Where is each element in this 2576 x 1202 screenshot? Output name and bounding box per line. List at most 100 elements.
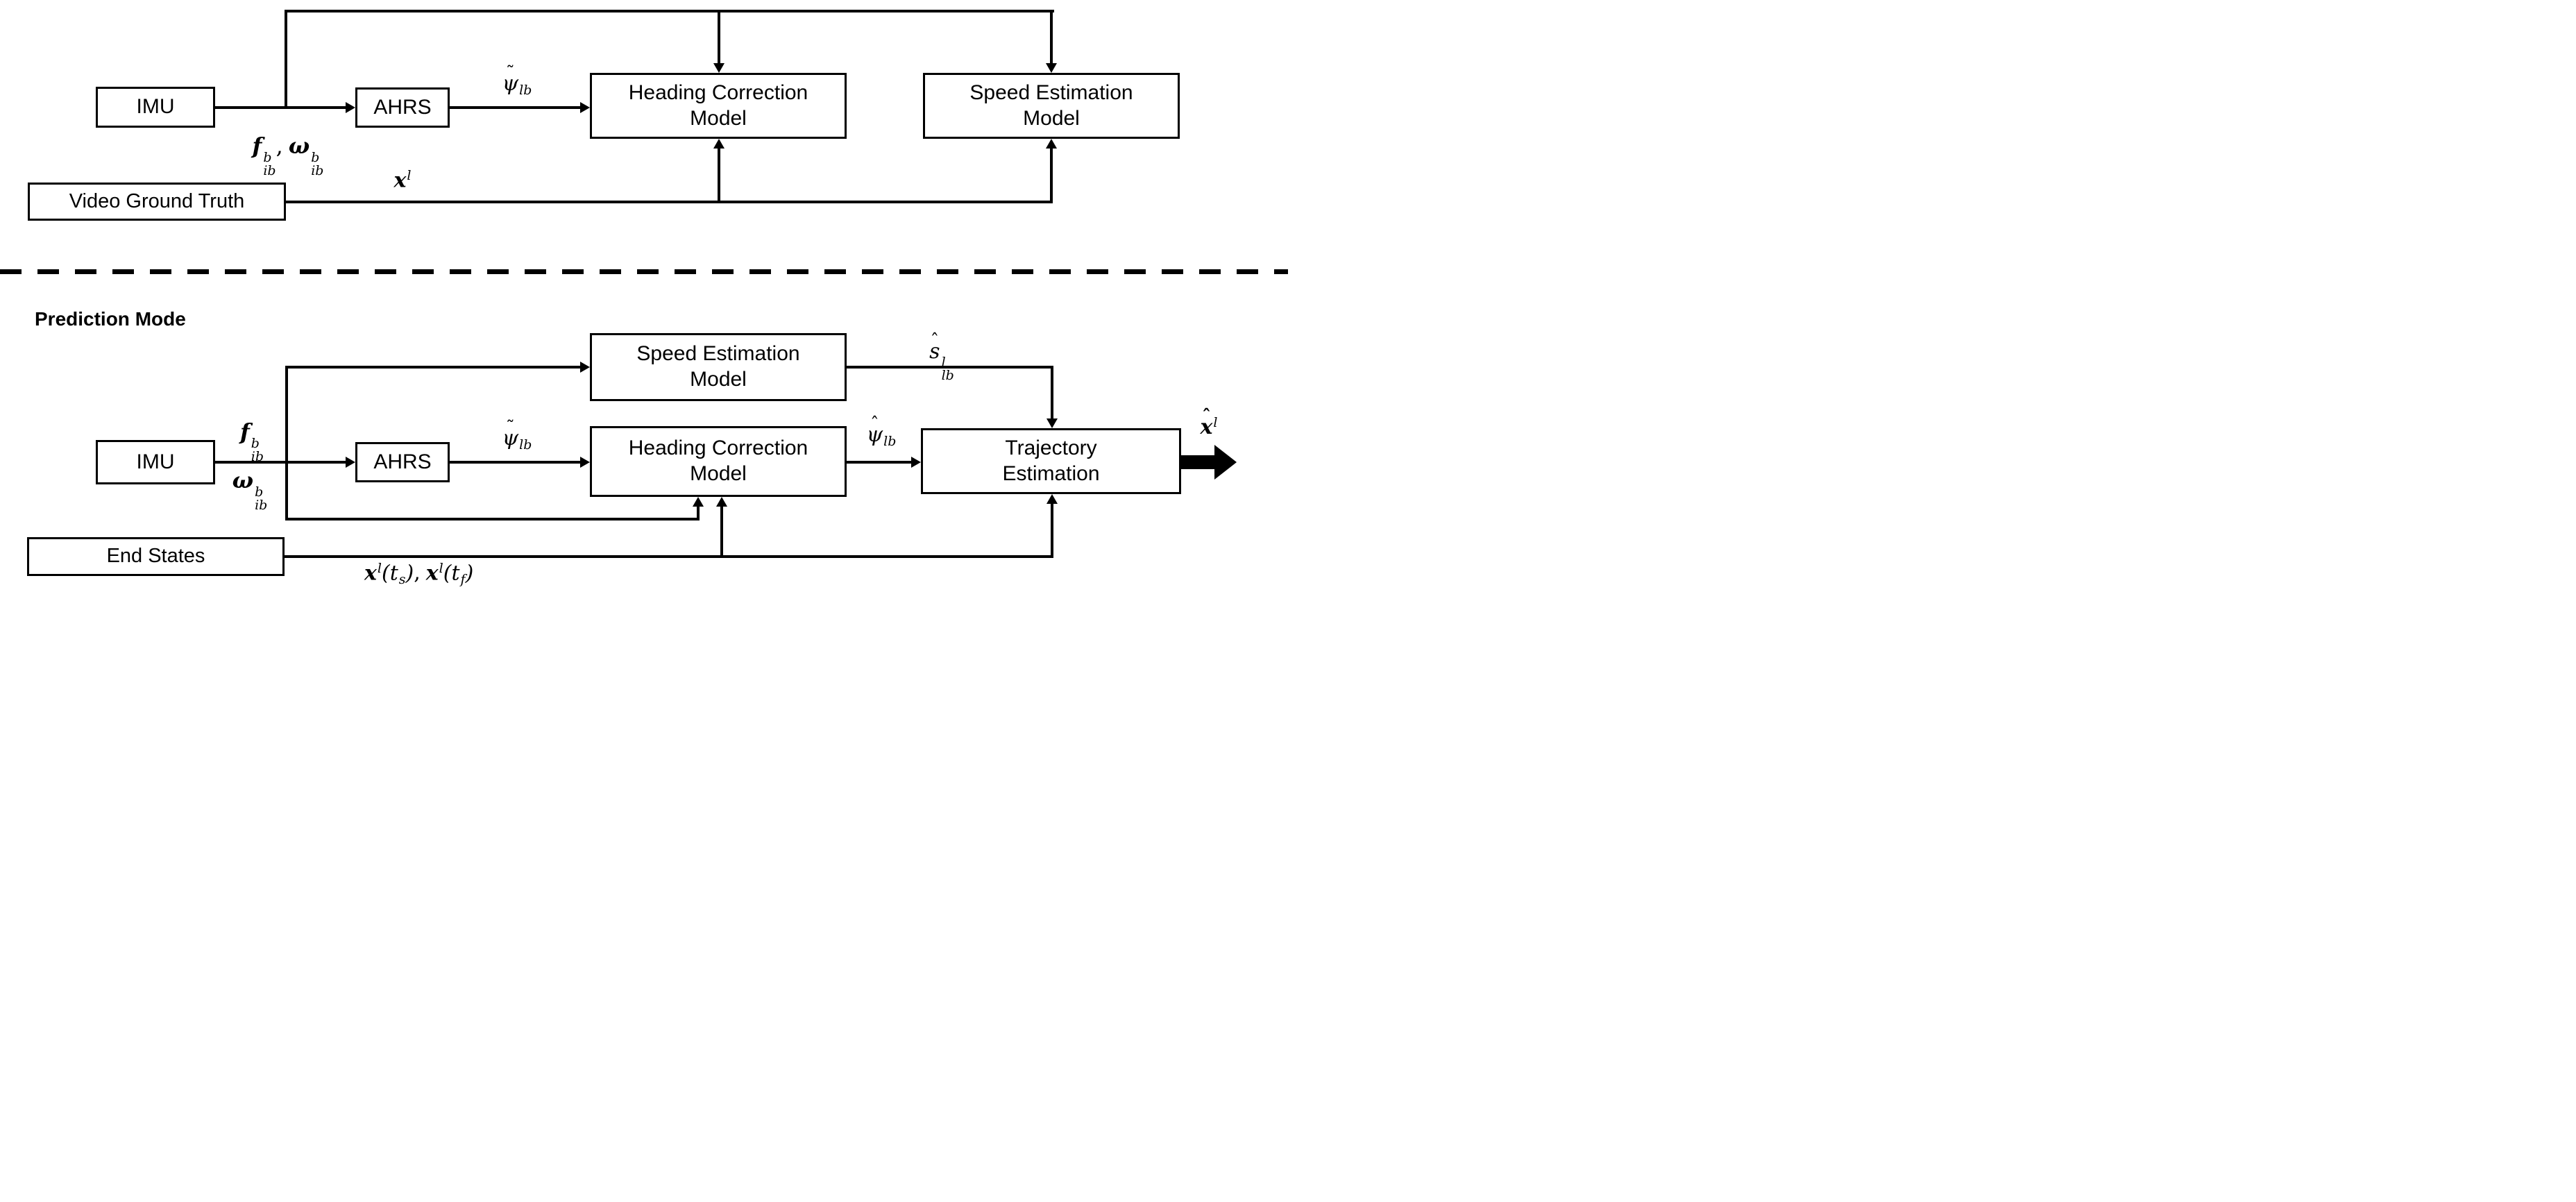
imu-box-training: IMU: [96, 87, 215, 128]
math-f-sub-prediction: ib: [251, 449, 264, 465]
math-psi-tilde: ˜ψ: [502, 62, 519, 96]
arrowhead-imu-to-ahrs-training: [346, 102, 355, 113]
speed-estimation-model-box-training: Speed Estimation Model: [923, 73, 1180, 139]
block-diagram: IMU AHRS Heading Correction Model Speed …: [0, 0, 1288, 601]
line-topfeed-to-speed-training: [1050, 10, 1053, 63]
math-f-base-prediction: f: [239, 418, 250, 445]
math-omega-base-prediction: ω: [232, 467, 254, 493]
line-imu-branch-up-training: [285, 10, 287, 109]
math-f-sup-prediction: b: [251, 435, 260, 451]
line-speed-output: [847, 366, 1053, 369]
line-end-states: [285, 555, 1053, 558]
math-omega-sub: ib: [311, 163, 324, 179]
imu-label-training: IMU: [136, 95, 175, 119]
heading-correction-model-label-training: Heading Correction Model: [628, 81, 808, 130]
speed-estimation-model-box-prediction: Speed Estimation Model: [590, 333, 847, 401]
hat-accent-x: ˆ: [1202, 406, 1211, 428]
math-psi-tilde-sub-prediction: lb: [519, 437, 532, 452]
heading-correction-model-label-prediction: Heading Correction Model: [628, 437, 808, 485]
hat-accent-s: ˆ: [930, 330, 940, 351]
math-psi-hat-sub: lb: [883, 433, 897, 449]
ahrs-label-prediction: AHRS: [373, 450, 432, 473]
arrowhead-ahrs-to-heading-training: [580, 102, 590, 113]
heading-correction-model-box-training: Heading Correction Model: [590, 73, 847, 139]
math-s-hat-sup: l: [941, 354, 946, 370]
label-psi-tilde-prediction: ˜ψlb: [475, 416, 559, 452]
arrowhead-vgt-into-heading: [713, 139, 724, 149]
arrowhead-vgt-into-speed: [1046, 139, 1057, 149]
tilde-accent-prediction: ˜: [506, 416, 515, 438]
arrowhead-heading-to-trajectory: [911, 457, 921, 468]
imu-box-prediction: IMU: [96, 440, 215, 484]
arrow-ahrs-to-heading-training: [450, 106, 580, 109]
math-f-sub: ib: [263, 163, 276, 179]
arrowhead-endstates-into-heading: [716, 497, 727, 507]
hat-accent-psi: ˆ: [870, 413, 879, 434]
label-psi-tilde-training: ˜ψlb: [475, 62, 559, 98]
line-top-feedback: [285, 10, 1054, 12]
video-ground-truth-box: Video Ground Truth: [28, 183, 286, 221]
math-f-sup: b: [263, 149, 272, 165]
speed-estimation-model-label-training: Speed Estimation Model: [969, 81, 1133, 130]
math-x-sup: l: [407, 168, 412, 183]
line-imu-branch-into-heading-prediction: [697, 507, 700, 520]
label-end-states-values: xl(ts),xl(tf): [364, 561, 474, 588]
end-states-box: End States: [27, 537, 285, 576]
line-topfeed-to-heading-training: [718, 10, 720, 63]
ahrs-box-training: AHRS: [355, 87, 450, 128]
trajectory-output-block-arrow-shaft: [1181, 455, 1216, 469]
heading-correction-model-box-prediction: Heading Correction Model: [590, 426, 847, 497]
tilde-accent: ˜: [506, 62, 515, 83]
arrow-imu-to-ahrs-training: [215, 106, 346, 109]
trajectory-output-block-arrow-head: [1214, 445, 1237, 480]
math-omega-sub-prediction: ib: [255, 498, 268, 514]
line-speed-into-trajectory: [1051, 366, 1053, 418]
arrowhead-speed-into-trajectory: [1046, 418, 1058, 428]
trajectory-estimation-box: Trajectory Estimation: [921, 428, 1181, 494]
arrowhead-imu-into-heading-bottom-prediction: [693, 497, 704, 507]
arrowhead-into-heading-top-training: [713, 63, 724, 73]
math-s-hat-sub: lb: [941, 368, 954, 384]
imu-label-prediction: IMU: [136, 450, 175, 473]
line-vgt-to-heading-bottom: [718, 149, 720, 203]
arrowhead-into-speed-prediction: [580, 362, 590, 373]
ahrs-box-prediction: AHRS: [355, 442, 450, 482]
line-vgt-to-speed-bottom: [1050, 149, 1053, 203]
arrowhead-imu-to-ahrs-prediction: [346, 457, 355, 468]
trajectory-estimation-label: Trajectory Estimation: [1002, 436, 1100, 485]
line-video-ground-truth: [286, 201, 1053, 203]
mode-divider-dashed-line: [0, 269, 1288, 274]
line-endstates-into-trajectory: [1051, 504, 1053, 558]
label-x-ground-truth: xl: [375, 169, 430, 191]
math-psi-tilde-sub: lb: [519, 82, 532, 98]
arrow-ahrs-to-heading-prediction: [450, 461, 580, 464]
arrowhead-endstates-into-trajectory: [1046, 494, 1058, 504]
arrow-heading-to-trajectory: [847, 461, 911, 464]
math-omega-sup-prediction: b: [255, 484, 264, 500]
math-x-base: x: [393, 168, 407, 193]
math-omega-base: ω: [288, 133, 310, 159]
arrowhead-into-speed-top-training: [1046, 63, 1057, 73]
math-x-hat-sup: l: [1213, 415, 1218, 430]
video-ground-truth-label: Video Ground Truth: [69, 189, 245, 212]
line-imu-to-speed-prediction: [285, 366, 580, 369]
speed-estimation-model-label-prediction: Speed Estimation Model: [636, 342, 800, 391]
end-states-label: End States: [106, 545, 205, 568]
arrowhead-ahrs-to-heading-prediction: [580, 457, 590, 468]
prediction-mode-heading: Prediction Mode: [35, 308, 186, 330]
math-omega-sup: b: [311, 149, 320, 165]
line-imu-branch-vertical-prediction: [285, 366, 288, 520]
math-comma: ,: [276, 133, 283, 159]
line-imu-lower-branch-prediction: [285, 518, 700, 520]
math-psi-tilde-prediction: ˜ψ: [502, 416, 519, 450]
ahrs-label-training: AHRS: [373, 95, 432, 119]
line-endstates-into-heading: [720, 507, 723, 558]
math-f-base: f: [252, 133, 262, 159]
